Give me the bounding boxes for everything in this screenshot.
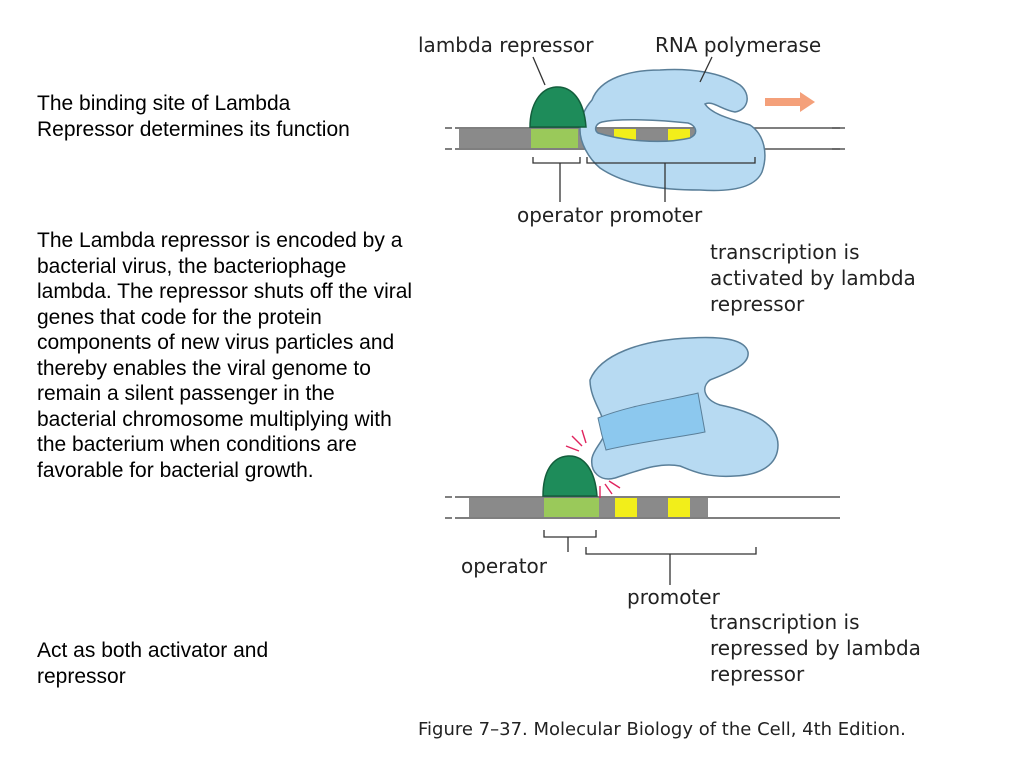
top-operator-segment — [531, 129, 578, 148]
label-operator: operator — [461, 554, 548, 578]
top-transcription-arrow — [765, 92, 815, 112]
figure-caption: Figure 7–37. Molecular Biology of the Ce… — [418, 719, 906, 740]
bottom-operator-segment — [544, 498, 599, 517]
bottom-dna-gray-segment — [469, 498, 544, 517]
label-transcription-repressed: transcription is repressed by lambda rep… — [710, 610, 921, 686]
label-operator-promoter: operator promoter — [517, 203, 703, 227]
bottom-polymerase-band — [597, 392, 706, 451]
bottom-dna — [445, 496, 840, 519]
top-panel — [445, 56, 845, 202]
summary-paragraph: Act as both activator and repressor — [37, 639, 269, 688]
bottom-panel — [445, 336, 840, 585]
label-lambda-repressor: lambda repressor — [418, 33, 594, 57]
bottom-promoter-box-1 — [615, 498, 637, 517]
top-rna-polymerase — [579, 68, 766, 192]
label-transcription-activated: transcription is activated by lambda rep… — [710, 240, 916, 316]
top-dna-gray-segment — [459, 129, 531, 148]
intro-paragraph: The binding site of Lambda Repressor det… — [37, 92, 350, 141]
description-paragraph: The Lambda repressor is encoded by a bac… — [37, 229, 413, 482]
label-promoter: promoter — [627, 585, 720, 609]
bottom-brackets — [543, 530, 757, 585]
clash-marks — [565, 429, 621, 498]
top-lambda-repressor — [529, 86, 587, 128]
top-brackets — [532, 157, 756, 202]
bottom-lambda-repressor — [542, 455, 598, 497]
bottom-promoter-box-2 — [668, 498, 690, 517]
label-rna-polymerase: RNA polymerase — [655, 33, 822, 57]
